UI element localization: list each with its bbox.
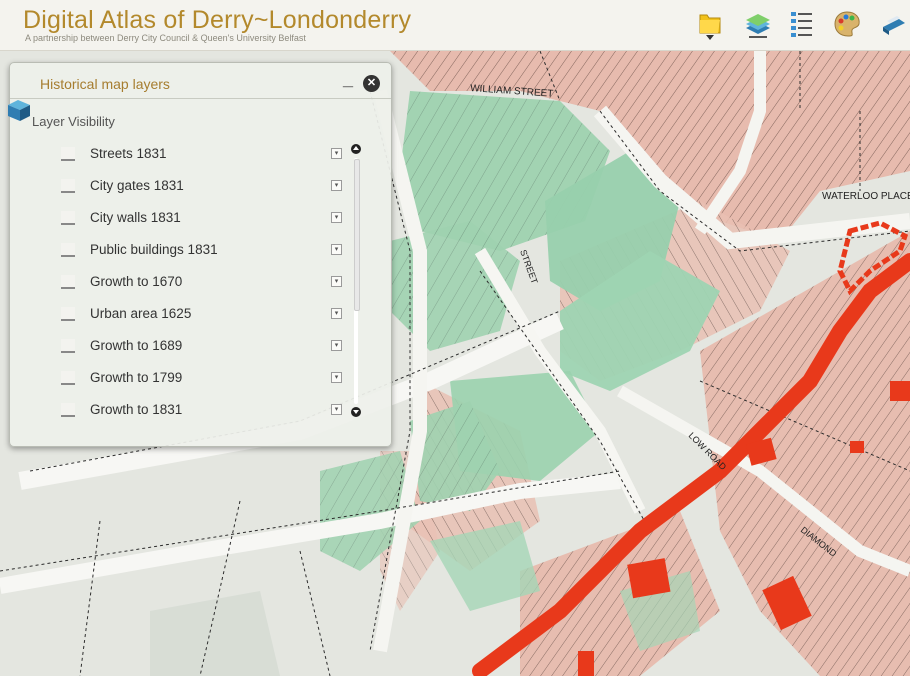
layer-checkbox[interactable] (61, 179, 75, 193)
layer-row-urban-area-1625[interactable]: Urban area 1625 ▾ (58, 303, 358, 327)
layer-row-growth-to-1689[interactable]: Growth to 1689 ▾ (58, 335, 358, 359)
scroll-thumb[interactable] (354, 159, 360, 311)
app-subtitle: A partnership between Derry City Council… (25, 33, 306, 43)
palette-tool-button[interactable] (829, 5, 865, 43)
layer-checkbox[interactable] (61, 147, 75, 161)
folder-pin-icon (699, 14, 721, 40)
panel-minimize-button[interactable]: _ (343, 69, 354, 89)
layer-row-public-buildings-1831[interactable]: Public buildings 1831 ▾ (58, 239, 358, 263)
layer-expand-icon[interactable]: ▾ (331, 340, 342, 351)
layer-label: Growth to 1831 (90, 402, 183, 417)
layer-row-growth-to-1670[interactable]: Growth to 1670 ▾ (58, 271, 358, 295)
layer-expand-icon[interactable]: ▾ (331, 276, 342, 287)
layer-checkbox[interactable] (61, 339, 75, 353)
chevron-up-icon (353, 146, 359, 150)
layer-checkbox[interactable] (61, 403, 75, 417)
layers-cube-icon (8, 100, 30, 121)
historical-map: WILLIAM STREET WATERLOO PLACE LOW ROAD D… (0, 51, 910, 676)
chevron-down-icon (353, 410, 359, 414)
layer-label: Growth to 1799 (90, 370, 183, 385)
layer-checkbox[interactable] (61, 307, 75, 321)
panel-title: Historical map layers (40, 76, 170, 92)
layer-label: Growth to 1670 (90, 274, 183, 289)
layer-expand-icon[interactable]: ▾ (331, 180, 342, 191)
app-title: Digital Atlas of Derry~Londonderry (23, 6, 412, 34)
app-header: Digital Atlas of Derry~Londonderry A par… (0, 0, 910, 51)
layer-checkbox[interactable] (61, 211, 75, 225)
layer-row-city-gates-1831[interactable]: City gates 1831 ▾ (58, 175, 358, 199)
street-label-waterloo-place: WATERLOO PLACE (822, 191, 910, 202)
historical-layers-panel: Historical map layers _ ✕ Layer Visibili… (8, 62, 392, 447)
layer-row-city-walls-1831[interactable]: City walls 1831 ▾ (58, 207, 358, 231)
layer-expand-icon[interactable]: ▾ (331, 372, 342, 383)
panel-close-button[interactable]: ✕ (363, 75, 380, 92)
panel-divider (10, 98, 391, 99)
layer-checkbox[interactable] (61, 371, 75, 385)
layer-row-growth-to-1831[interactable]: Growth to 1831 ▾ (58, 399, 358, 423)
layer-label: Public buildings 1831 (90, 242, 218, 257)
layer-row-growth-to-1799[interactable]: Growth to 1799 ▾ (58, 367, 358, 391)
layer-expand-icon[interactable]: ▾ (331, 404, 342, 415)
printer-icon (883, 16, 905, 35)
scroll-up-button[interactable] (351, 144, 361, 154)
layer-expand-icon[interactable]: ▾ (331, 308, 342, 319)
layer-checkbox[interactable] (61, 275, 75, 289)
print-tool-button[interactable] (874, 5, 910, 43)
layer-label: City gates 1831 (90, 178, 184, 193)
layers-tool-button[interactable] (740, 5, 776, 43)
layer-label: Urban area 1625 (90, 306, 192, 321)
layers-stack-icon (746, 14, 770, 38)
palette-icon (834, 11, 860, 37)
bookmark-tool-button[interactable] (692, 5, 728, 43)
list-legend-icon (791, 12, 812, 37)
legend-tool-button[interactable] (784, 5, 820, 43)
layer-label: Growth to 1689 (90, 338, 183, 353)
map-canvas[interactable]: WILLIAM STREET WATERLOO PLACE LOW ROAD D… (0, 51, 910, 676)
layer-label: Streets 1831 (90, 146, 167, 161)
layer-expand-icon[interactable]: ▾ (331, 148, 342, 159)
layer-expand-icon[interactable]: ▾ (331, 244, 342, 255)
layer-visibility-heading: Layer Visibility (32, 114, 115, 129)
layer-row-streets-1831[interactable]: Streets 1831 ▾ (58, 143, 358, 167)
layer-expand-icon[interactable]: ▾ (331, 212, 342, 223)
layer-label: City walls 1831 (90, 210, 181, 225)
layer-checkbox[interactable] (61, 243, 75, 257)
scroll-down-button[interactable] (351, 407, 361, 417)
